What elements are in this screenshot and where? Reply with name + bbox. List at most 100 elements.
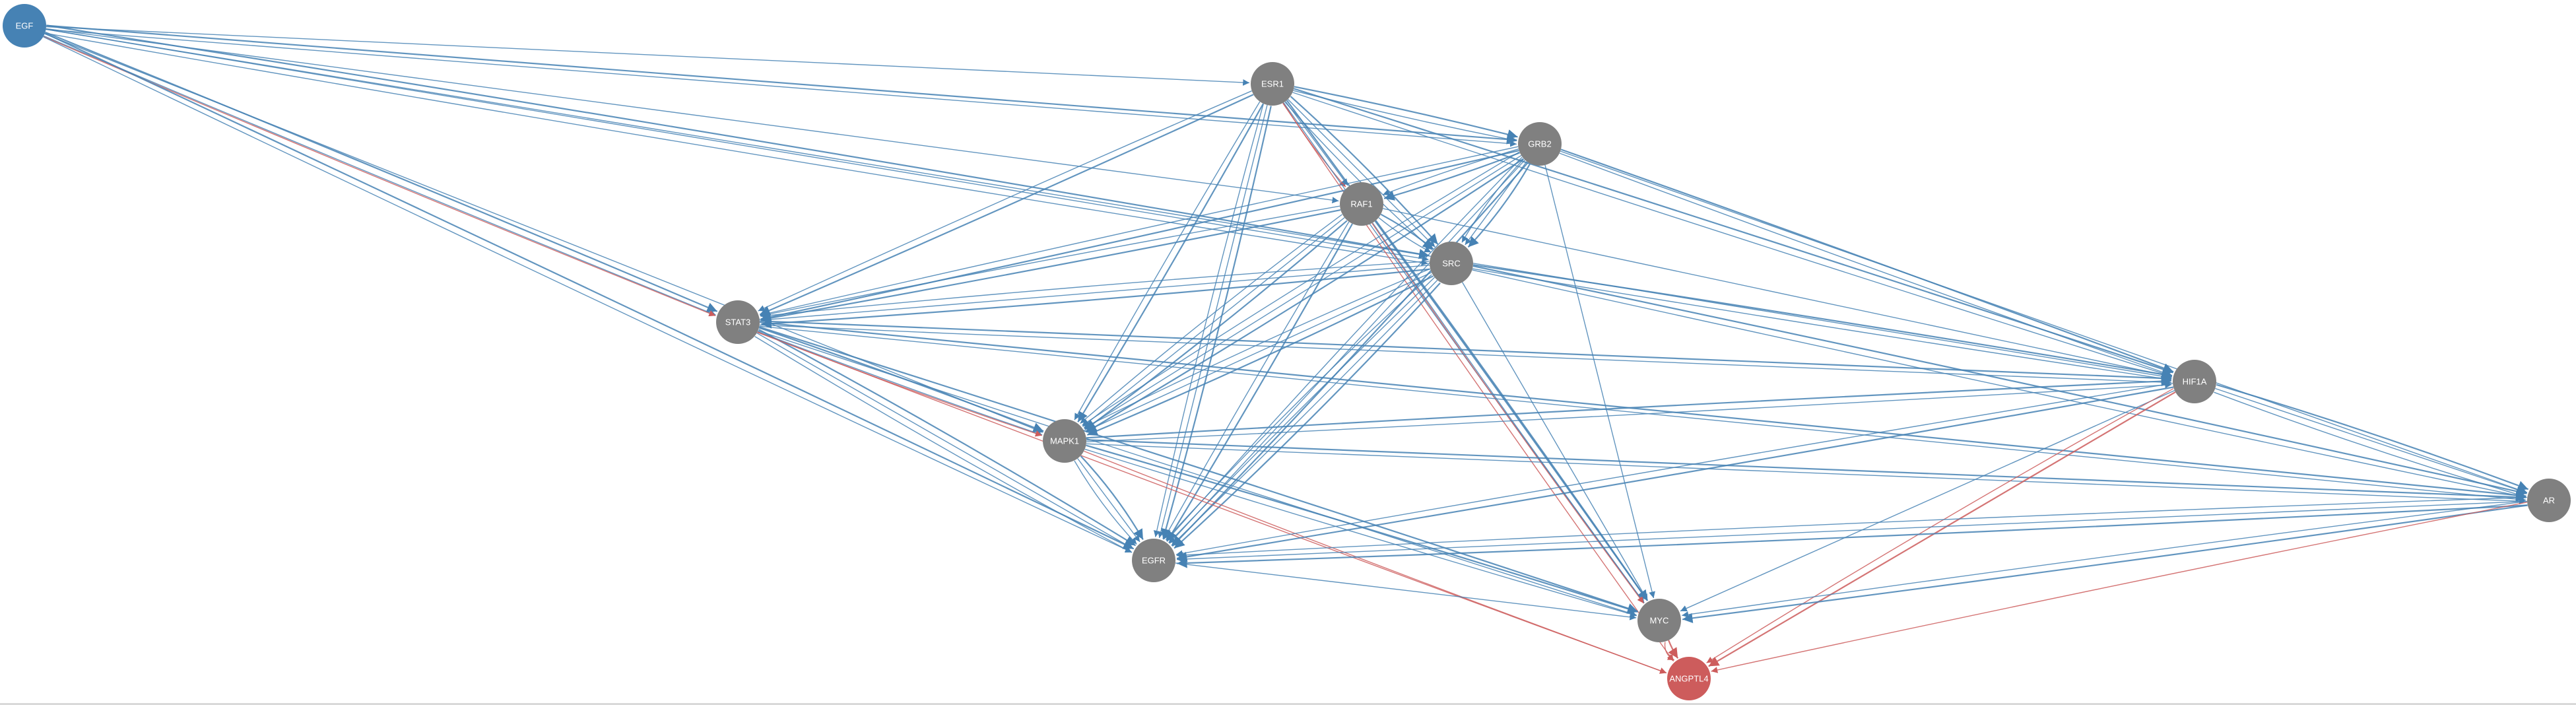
edge-grb2-to-hif1a [1559, 152, 2173, 377]
edge-esr1-to-stat3 [759, 94, 1254, 316]
edge-grb2-to-stat3 [760, 146, 1519, 318]
node-circle-grb2[interactable] [1518, 122, 1562, 166]
edge-myc-to-angptl4 [1668, 640, 1679, 659]
edge-stat3-to-mapk1 [757, 331, 1043, 436]
edge-src-to-mapk1 [1086, 275, 1434, 436]
node-myc[interactable]: MYC [1637, 599, 1681, 642]
node-angptl4[interactable]: ANGPTL4 [1667, 657, 1711, 700]
node-label-esr1: ESR1 [1261, 79, 1284, 89]
node-circle-myc[interactable] [1637, 599, 1681, 642]
edge-esr1-to-raf1 [1285, 101, 1348, 186]
node-egf[interactable]: EGF [3, 4, 46, 48]
node-label-mapk1: MAPK1 [1050, 436, 1079, 446]
edge-src-to-stat3 [760, 261, 1430, 319]
node-raf1[interactable]: RAF1 [1340, 182, 1383, 226]
edge-raf1-to-mapk1 [1080, 214, 1342, 424]
edge-raf1-to-src [1378, 217, 1432, 253]
edge-hif1a-to-ar [2216, 384, 2529, 490]
node-label-ar: AR [2543, 496, 2555, 506]
edge-grb2-to-mapk1 [1086, 158, 1524, 433]
edge-egf-to-src [46, 24, 1430, 259]
edge-src-to-egfr [1173, 282, 1441, 549]
edge-esr1-to-angptl4 [1282, 102, 1674, 662]
edge-stat3-to-egfr [756, 332, 1134, 550]
edge-raf1-to-mapk1 [1082, 217, 1345, 427]
edge-egf-to-src [45, 32, 1428, 266]
edge-mapk1-to-egfr [1074, 460, 1137, 545]
edge-src-to-myc [1461, 282, 1649, 601]
node-circle-egfr[interactable] [1132, 539, 1175, 582]
edge-ar-to-myc [1682, 504, 2528, 623]
node-stat3[interactable]: STAT3 [716, 300, 760, 344]
node-label-egf: EGF [16, 21, 34, 31]
node-circle-mapk1[interactable] [1043, 419, 1086, 463]
edge-egf-to-hif1a [46, 28, 2172, 380]
edge-esr1-to-egfr [1161, 106, 1272, 539]
edge-src-to-egfr [1165, 274, 1432, 541]
edge-src-to-mapk1 [1085, 272, 1432, 432]
node-grb2[interactable]: GRB2 [1518, 122, 1562, 166]
edge-raf1-to-mapk1 [1084, 220, 1348, 430]
node-label-hif1a: HIF1A [2183, 377, 2207, 387]
node-circle-hif1a[interactable] [2173, 360, 2216, 403]
edge-src-to-mapk1 [1083, 268, 1430, 428]
node-circle-src[interactable] [1430, 242, 1473, 285]
edge-raf1-to-myc [1375, 220, 1649, 601]
edge-stat3-to-myc [758, 330, 1637, 617]
edge-hif1a-to-angptl4 [1706, 388, 2174, 663]
node-circle-esr1[interactable] [1251, 62, 1294, 106]
edge-raf1-to-stat3 [760, 209, 1341, 323]
edge-raf1-to-egfr [1166, 223, 1353, 542]
edge-mapk1-to-myc [1084, 448, 1637, 617]
edge-mapk1-to-egfr [1077, 458, 1140, 543]
edge-stat3-to-egfr [758, 329, 1137, 547]
edge-raf1-to-stat3 [760, 205, 1340, 318]
edge-stat3-to-ar [759, 325, 2526, 503]
edge-ar-to-myc [1682, 500, 2527, 618]
edge-mapk1-to-egfr [1080, 455, 1144, 540]
edge-stat3-to-myc [758, 326, 1638, 613]
node-label-grb2: GRB2 [1528, 139, 1551, 149]
edge-hif1a-to-myc [1680, 389, 2175, 612]
node-circle-angptl4[interactable] [1667, 657, 1711, 700]
node-label-src: SRC [1442, 259, 1460, 269]
edge-hif1a-to-egfr [1176, 386, 2174, 562]
node-egfr[interactable]: EGFR [1132, 539, 1175, 582]
node-circle-ar[interactable] [2527, 479, 2571, 522]
edge-mapk1-to-angptl4 [1084, 450, 1667, 674]
node-circle-raf1[interactable] [1340, 182, 1383, 226]
edge-egf-to-esr1 [46, 26, 1250, 86]
edge-stat3-to-ar [759, 321, 2526, 500]
edge-egf-to-src [46, 28, 1429, 262]
edge-src-to-egfr [1171, 279, 1438, 546]
edge-grb2-to-src [1467, 163, 1531, 248]
bottom-divider [0, 703, 2576, 705]
edge-egf-to-stat3 [45, 31, 718, 312]
edge-esr1-to-mapk1 [1077, 103, 1264, 422]
edge-grb2-to-mapk1 [1084, 154, 1522, 430]
node-label-myc: MYC [1650, 616, 1669, 626]
edge-esr1-to-grb2 [1293, 90, 1517, 143]
node-src[interactable]: SRC [1430, 242, 1473, 285]
edge-esr1-to-src [1290, 96, 1439, 245]
edge-esr1-to-stat3 [758, 90, 1252, 312]
edge-mapk1-to-hif1a [1086, 376, 2171, 439]
node-circle-stat3[interactable] [716, 300, 760, 344]
node-hif1a[interactable]: HIF1A [2173, 360, 2216, 403]
node-circle-egf[interactable] [3, 4, 46, 48]
node-esr1[interactable]: ESR1 [1251, 62, 1294, 106]
node-ar[interactable]: AR [2527, 479, 2571, 522]
edge-src-to-hif1a [1472, 264, 2173, 380]
edge-stat3-to-hif1a [759, 324, 2171, 386]
node-mapk1[interactable]: MAPK1 [1043, 419, 1086, 463]
edge-raf1-to-egfr [1163, 221, 1350, 540]
edge-hif1a-to-egfr [1175, 382, 2173, 557]
edge-egfr-to-myc [1175, 562, 1637, 621]
edge-egf-to-egfr [44, 32, 1135, 550]
edge-grb2-to-src [1461, 158, 1525, 243]
edge-stat3-to-egfr [754, 336, 1132, 553]
edge-src-to-hif1a [1472, 268, 2172, 382]
edge-src-to-stat3 [760, 265, 1430, 323]
